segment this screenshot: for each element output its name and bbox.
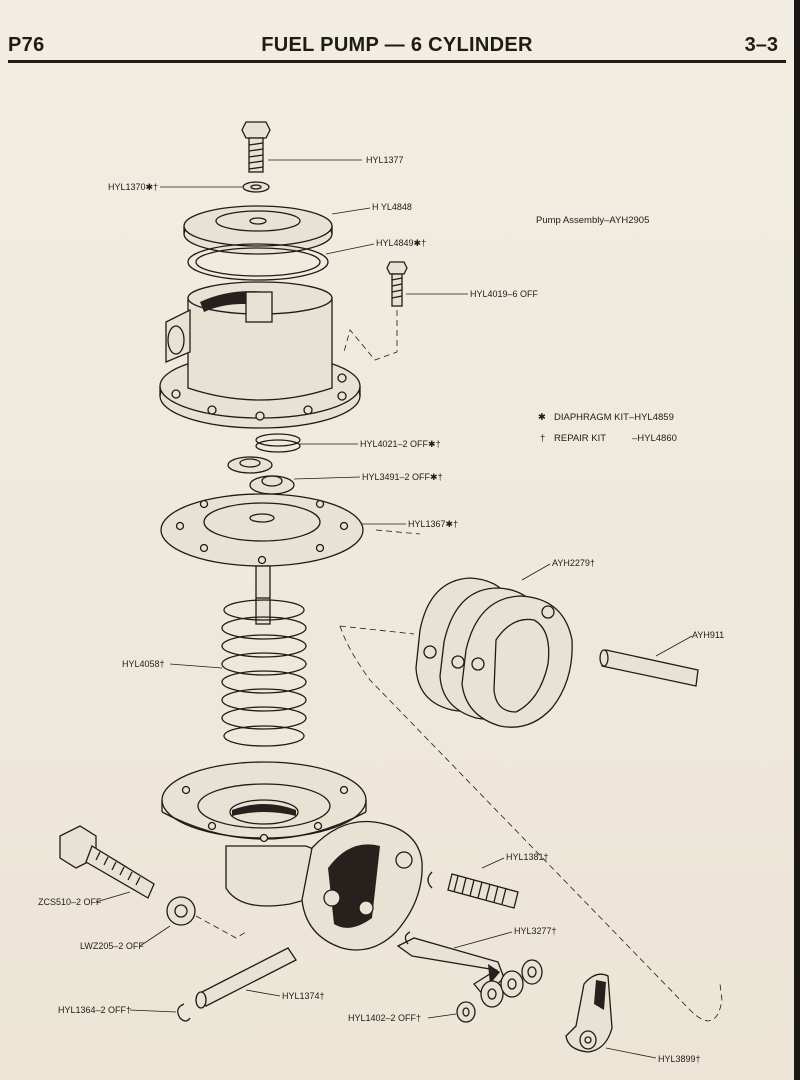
label-hyl1367: HYL1367✱† (408, 519, 458, 529)
page-number: P76 (8, 34, 45, 56)
label-hyl1374: HYL1374† (282, 991, 325, 1001)
page-edge (794, 0, 800, 1080)
lock-washer (166, 896, 196, 926)
label-hyl3899: HYL3899† (658, 1054, 701, 1064)
repair-kit-symbol: † (540, 433, 545, 444)
upper-body (159, 281, 361, 429)
mounting-flange (301, 820, 423, 951)
circlip (177, 1003, 191, 1022)
label-ayh2279: AYH2279† (552, 558, 595, 568)
valve-assembly (227, 456, 295, 495)
diaphragm-kit-symbol: ✱ (538, 412, 546, 423)
body-screw (386, 261, 408, 307)
header-rule (8, 60, 786, 63)
label-hyl4849: HYL4849✱† (376, 238, 426, 248)
label-hyl4848: H YL4848 (372, 202, 412, 212)
rocker-washer (456, 1001, 476, 1023)
pivot-pin (195, 947, 297, 1009)
label-hyl3277: HYL3277† (514, 926, 557, 936)
rocker-link (565, 973, 613, 1053)
rocker-spring (427, 871, 519, 909)
pump-assembly-note: Pump Assembly–AYH2905 (536, 215, 649, 226)
top-screw (241, 121, 271, 173)
label-hyl1381: HYL1381† (506, 852, 549, 862)
rocker-pin (599, 649, 699, 687)
repair-kit-number: –HYL4860 (632, 433, 677, 444)
repair-kit-label: REPAIR KIT (554, 433, 606, 444)
flange-gaskets (415, 577, 573, 728)
cover-gasket (187, 243, 329, 281)
label-hyl1364: HYL1364–2 OFF† (58, 1005, 131, 1015)
section-number: 3–3 (744, 34, 778, 56)
label-hyl3491: HYL3491–2 OFF✱† (362, 472, 443, 482)
rocker-arm (396, 931, 543, 1008)
label-hyl4058: HYL4058† (122, 659, 165, 669)
label-hyl1402: HYL1402–2 OFF† (348, 1013, 421, 1023)
page-title: FUEL PUMP — 6 CYLINDER (261, 34, 533, 56)
lower-body (161, 761, 367, 907)
washer-top (242, 181, 270, 193)
page-header: P76 FUEL PUMP — 6 CYLINDER 3–3 (8, 30, 786, 62)
pump-cover (183, 205, 333, 255)
diaphragm-kit-label: DIAPHRAGM KIT–HYL4859 (554, 412, 674, 423)
label-lwz205: LWZ205–2 OFF (80, 941, 144, 951)
pull-rod (255, 565, 271, 625)
label-ayh911: AYH911 (692, 630, 724, 640)
label-hyl4019: HYL4019–6 OFF (470, 289, 539, 299)
label-hyl4021: HYL4021–2 OFF✱† (360, 439, 441, 449)
diaphragm (160, 493, 364, 567)
label-zcs510: ZCS510–2 OFF (38, 897, 102, 907)
flange-bolt (59, 825, 155, 899)
label-hyl1370: HYL1370✱† (108, 182, 158, 192)
label-hyl1377: HYL1377 (366, 155, 404, 165)
valve-spring (255, 433, 301, 453)
diaphragm-spring (221, 599, 307, 747)
